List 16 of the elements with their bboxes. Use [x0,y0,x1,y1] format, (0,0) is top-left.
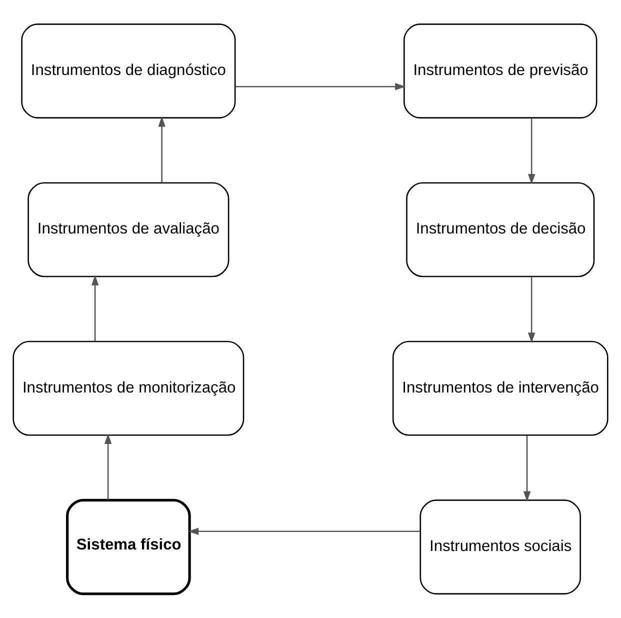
arrow [158,116,166,182]
arrow [523,436,531,502]
node-box: Sistema físico [66,498,191,596]
arrow [528,276,536,344]
node-box: Instrumentos de monitorização [12,340,244,436]
arrow [528,118,536,184]
node-box: Instrumentos de decisão [406,182,595,278]
arrow [188,528,420,536]
arrow [104,434,112,500]
node-box: Instrumentos de diagnóstico [21,24,236,118]
arrow [236,82,406,90]
node-box: Instrumentos de intervenção [392,340,608,436]
node-box: Instrumentos de previsão [403,24,598,118]
node-box: Instrumentos sociais [420,500,581,594]
arrow [91,274,99,342]
node-box: Instrumentos de avaliação [28,182,230,278]
